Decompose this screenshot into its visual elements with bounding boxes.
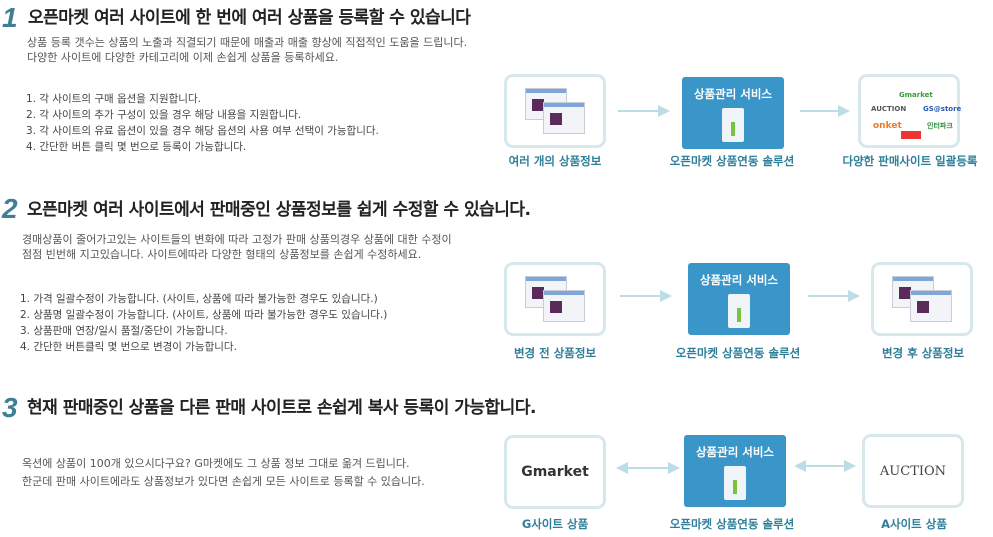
section-2-list: 1. 가격 일괄수정이 가능합니다. (사이트, 상품에 따라 불가능한 경우도… [20,291,387,355]
caption: 오픈마켓 상품연동 솔루션 [675,346,801,360]
section-2-desc: 경매상품이 줄어가고있는 사이트들의 변화에 따라 고정가 판매 상품의경우 상… [22,232,452,262]
arrow-right-icon [800,105,850,117]
list-item: 3. 각 사이트의 유료 옵션이 있을 경우 해당 옵션의 사용 여부 선택이 … [26,125,379,137]
list-item: 4. 간단한 버튼클릭 몇 번으로 변경이 가능합니다. [20,341,237,353]
market-logo [901,131,921,139]
section-1-title: 오픈마켓 여러 사이트에 한 번에 여러 상품을 등록할 수 있습니다 [28,8,471,28]
arrow-both-icon [794,460,856,472]
section-2-title: 오픈마켓 여러 사이트에서 판매중인 상품정보를 쉽게 수정할 수 있습니다. [27,200,531,220]
after-product-image [871,262,973,336]
service-label: 상품관리 서비스 [693,87,773,101]
desc-line: 한군데 판매 사이트에라도 상품정보가 있다면 손쉽게 모든 사이트로 등록할 … [22,475,425,488]
caption: 오픈마켓 상품연동 솔루션 [669,154,795,168]
caption: 여러 개의 상품정보 [508,154,602,168]
caption: 다양한 판매사이트 일괄등록 [842,154,978,168]
list-item: 1. 각 사이트의 구매 옵션을 지원합니다. [26,93,201,105]
market-logos: Gmarket AUCTION GS@store onket 인터파크 [858,74,962,148]
arrow-right-icon [808,290,860,302]
auction-logo: AUCTION [879,463,947,479]
caption: A사이트 상품 [881,517,947,531]
onket-logo: onket [873,121,902,131]
mascot-icon [724,466,746,500]
service-label: 상품관리 서비스 [695,445,775,459]
list-item: 3. 상품판매 연장/일시 품절/중단이 가능합니다. [20,325,228,337]
gsstore-logo: GS@store [923,105,962,113]
auction-box: AUCTION [862,434,964,508]
section-2-number: 2 [2,193,18,224]
section-1-number: 1 [2,2,18,33]
gmarket-logo: Gmarket [899,91,933,99]
auction-logo: AUCTION [871,105,907,113]
service-box: 상품관리 서비스 [688,263,790,335]
list-item: 1. 가격 일괄수정이 가능합니다. (사이트, 상품에 따라 불가능한 경우도… [20,293,378,305]
caption: 오픈마켓 상품연동 솔루션 [669,517,795,531]
arrow-right-icon [620,290,672,302]
desc-line: 경매상품이 줄어가고있는 사이트들의 변화에 따라 고정가 판매 상품의경우 상… [22,233,452,246]
gmarket-box: Gmarket [504,435,606,509]
service-box: 상품관리 서비스 [682,77,784,149]
desc-line: 다양한 사이트에 다양한 카테고리에 이제 손쉽게 상품을 등록하세요. [27,51,339,64]
gmarket-logo: Gmarket [521,464,589,480]
arrow-both-icon [616,462,680,474]
desc-line: 상품 등록 갯수는 상품의 노출과 직결되기 때문에 매출과 매출 향상에 직접… [27,36,468,49]
product-info-image [504,74,606,148]
section-3-desc: 옥션에 상품이 100개 있으시다구요? G마켓에도 그 상품 정보 그대로 옮… [22,456,425,489]
section-1-list: 1. 각 사이트의 구매 옵션을 지원합니다. 2. 각 사이트의 추가 구성이… [26,91,379,155]
interpark-logo: 인터파크 [927,122,953,130]
caption: G사이트 상품 [521,517,589,531]
list-item: 2. 상품명 일괄수정이 가능합니다. (사이트, 상품에 따라 불가능한 경우… [20,309,388,321]
mascot-icon [728,294,750,328]
section-3-number: 3 [2,392,18,423]
service-label: 상품관리 서비스 [699,273,779,287]
section-1-desc: 상품 등록 갯수는 상품의 노출과 직결되기 때문에 매출과 매출 향상에 직접… [27,35,467,65]
desc-line: 점점 빈번해 지고있습니다. 사이트에따라 다양한 형태의 상품정보를 손쉽게 … [22,248,422,261]
before-product-image [504,262,606,336]
mascot-icon [722,108,744,142]
list-item: 2. 각 사이트의 추가 구성이 있을 경우 해당 내용을 지원합니다. [26,109,302,121]
desc-line: 옥션에 상품이 100개 있으시다구요? G마켓에도 그 상품 정보 그대로 옮… [22,457,410,470]
caption: 변경 후 상품정보 [881,346,965,360]
list-item: 4. 간단한 버튼 클릭 몇 번으로 등록이 가능합니다. [26,141,247,153]
service-box: 상품관리 서비스 [684,435,786,507]
section-3-title: 현재 판매중인 상품을 다른 판매 사이트로 손쉽게 복사 등록이 가능합니다. [27,398,536,418]
caption: 변경 전 상품정보 [513,346,597,360]
arrow-right-icon [618,105,670,117]
